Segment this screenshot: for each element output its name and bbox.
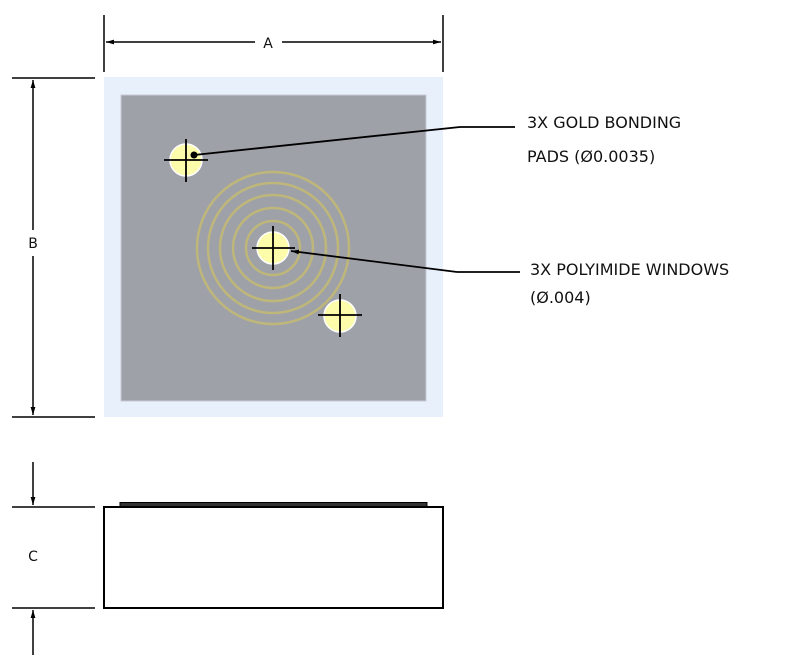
dimension-a-label: A [263,36,273,52]
callout-polyimide-windows-line2: (Ø.004) [530,288,591,307]
bonding-pad [252,226,295,270]
dimension-c-label: C [28,549,38,565]
polyimide-rings [195,170,351,326]
dimension-a: A [103,15,444,72]
dimension-b: B [12,77,95,418]
callout-bonding-pads-line1: 3X GOLD BONDING [527,113,681,132]
dimension-b-label: B [28,236,38,252]
callout-bonding-pads: 3X GOLD BONDING PADS (Ø0.0035) [190,113,681,166]
callout-polyimide-windows: 3X POLYIMIDE WINDOWS (Ø.004) [290,249,729,307]
side-view [103,502,444,609]
dimension-c: C [12,462,95,655]
callout-polyimide-windows-line1: 3X POLYIMIDE WINDOWS [530,260,729,279]
top-view [104,77,443,417]
callout-bonding-pads-line2: PADS (Ø0.0035) [527,147,655,166]
bonding-pad [318,294,362,337]
